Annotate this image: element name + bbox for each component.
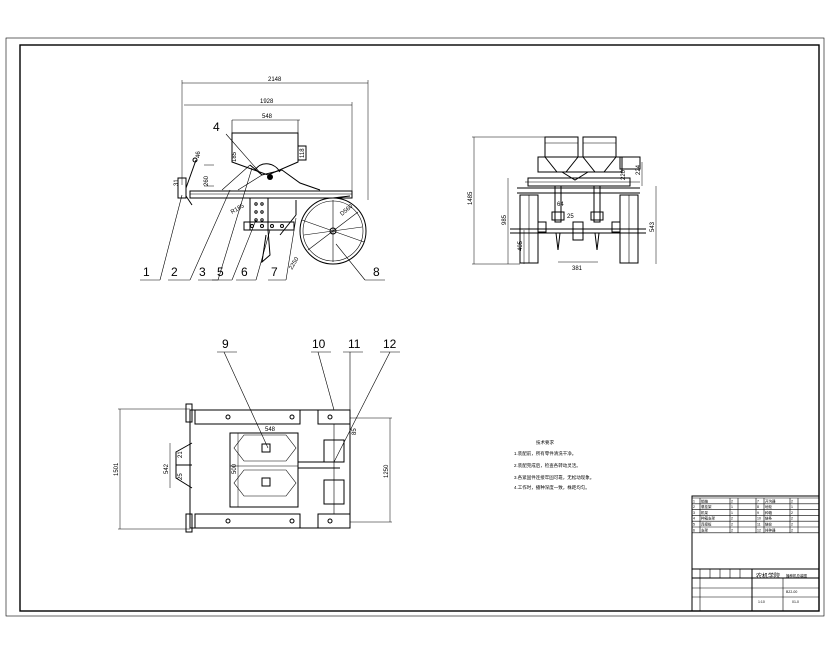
front-dim-height-frame: 985	[502, 214, 508, 225]
part-number: 12	[757, 528, 761, 532]
part-number: 7	[757, 499, 759, 503]
note-item-4: 4.工作时，播种深度一致，株距均匀。	[514, 484, 590, 491]
technical-notes: 技术要求 1.装配前，所有零件清洗干净。 2.装配完成后，检查各转动灵活。 3.…	[514, 439, 594, 491]
balloon-10: 10	[312, 337, 326, 351]
balloon-11: 11	[348, 337, 361, 351]
part-number: 4	[693, 517, 695, 521]
part-quantity: 2	[731, 499, 733, 503]
part-quantity: 1	[731, 511, 733, 515]
part-number: 3	[693, 511, 695, 515]
part-number: 8	[757, 505, 759, 509]
dim-small-a: 31	[174, 179, 180, 186]
note-item-1: 1.装配前，所有零件清洗干净。	[514, 450, 576, 457]
part-quantity: 1	[731, 505, 733, 509]
top-dim-left-c: 25	[178, 473, 184, 480]
balloon-5: 5	[217, 265, 224, 279]
front-dim-row-space: 381	[572, 266, 583, 272]
part-quantity: 2	[791, 511, 793, 515]
dim-wheel-dia: D560	[339, 203, 354, 217]
front-dim-right-b: 224	[636, 164, 642, 175]
balloon-6: 6	[241, 265, 248, 279]
top-dim-right-top: 85	[352, 428, 358, 435]
part-quantity: 2	[791, 499, 793, 503]
side-view: 2148 1928 548 185 118 260 31 46	[140, 77, 385, 281]
part-name: 种箱	[765, 510, 773, 515]
top-dim-hopper-w: 500	[232, 463, 238, 474]
inner-border	[19, 44, 820, 612]
front-dim-span-a: 25	[567, 214, 574, 220]
top-dim-left-a: 542	[164, 463, 170, 474]
side-view-leaders	[140, 133, 385, 281]
dim-coulter-depth: 2250	[289, 256, 301, 271]
top-dim-hopper-top: 548	[265, 427, 276, 433]
part-name: 机架	[701, 510, 709, 515]
front-dim-wheel-h: 405	[518, 240, 524, 251]
part-name: 支架	[701, 527, 709, 532]
part-name: 排种器	[765, 527, 776, 532]
part-quantity: 2	[731, 517, 733, 521]
part-number: 1	[693, 499, 695, 503]
dim-small-b: 46	[196, 151, 202, 158]
top-view: 1501 1250 500 548 542 21 25 85 9 10 11 1…	[114, 337, 400, 533]
top-view-leaders	[217, 351, 400, 463]
balloon-12: 12	[383, 337, 397, 351]
front-dim-right-a: 220	[621, 169, 627, 180]
part-quantity: 2	[791, 517, 793, 521]
balloon-2: 2	[171, 265, 178, 279]
part-name: 种箱支架	[701, 516, 715, 521]
part-name: 销轴	[701, 498, 709, 503]
balloon-1: 1	[143, 265, 150, 279]
part-number: 5	[693, 523, 695, 527]
outer-border	[5, 37, 825, 617]
top-dim-left-b: 21	[178, 451, 184, 458]
note-item-3: 3.各紧固件连接牢固可靠，无松动现象。	[514, 474, 594, 481]
part-quantity: 2	[791, 528, 793, 532]
balloon-3: 3	[199, 265, 206, 279]
part-name: 悬挂架	[701, 504, 712, 509]
balloon-7: 7	[271, 265, 278, 279]
balloon-9: 9	[222, 337, 229, 351]
part-number: 9	[757, 511, 759, 515]
part-number: 11	[757, 523, 761, 527]
front-dim-right-c: 543	[650, 221, 656, 232]
balloon-8: 8	[373, 265, 380, 279]
dim-hopper-h2: 118	[300, 148, 306, 158]
dim-frame-length: 1928	[260, 99, 274, 105]
dim-drop: 260	[204, 175, 210, 186]
top-dim-width-total: 1501	[114, 462, 120, 476]
part-name: 连接板	[701, 522, 712, 527]
dim-hopper-width: 548	[262, 114, 273, 120]
part-quantity: 1	[791, 505, 793, 509]
top-dim-inner-span: 1250	[384, 464, 390, 478]
part-quantity: 2	[791, 523, 793, 527]
notes-heading: 技术要求	[536, 439, 554, 446]
part-name: 地轮	[765, 504, 773, 509]
drawing-scale: 1:10	[758, 600, 765, 604]
part-name: 链条	[765, 516, 773, 521]
note-item-2: 2.装配完成后，检查各转动灵活。	[514, 462, 581, 469]
part-number: 10	[757, 517, 761, 521]
front-dim-span-left: 64	[557, 202, 564, 208]
part-quantity: 2	[731, 523, 733, 527]
dim-hopper-h1: 185	[232, 151, 238, 162]
balloon-4: 4	[213, 120, 220, 134]
part-quantity: 2	[731, 528, 733, 532]
part-number: 2	[693, 505, 695, 509]
part-name: 链轮	[765, 522, 773, 527]
front-dim-height-total: 1485	[468, 191, 474, 205]
school-name: 农机学院	[756, 572, 780, 580]
front-view: 1485 985 405 64 25 220 224 543 381	[468, 136, 657, 272]
dim-overall-length: 2148	[268, 77, 282, 83]
sheet-number: 01-0	[792, 600, 799, 604]
drawing-name: 播种机总装图	[786, 573, 807, 578]
part-name: 开沟器	[765, 498, 776, 503]
drawing-number: BZJ-00	[786, 590, 797, 594]
part-number: 6	[693, 528, 695, 532]
